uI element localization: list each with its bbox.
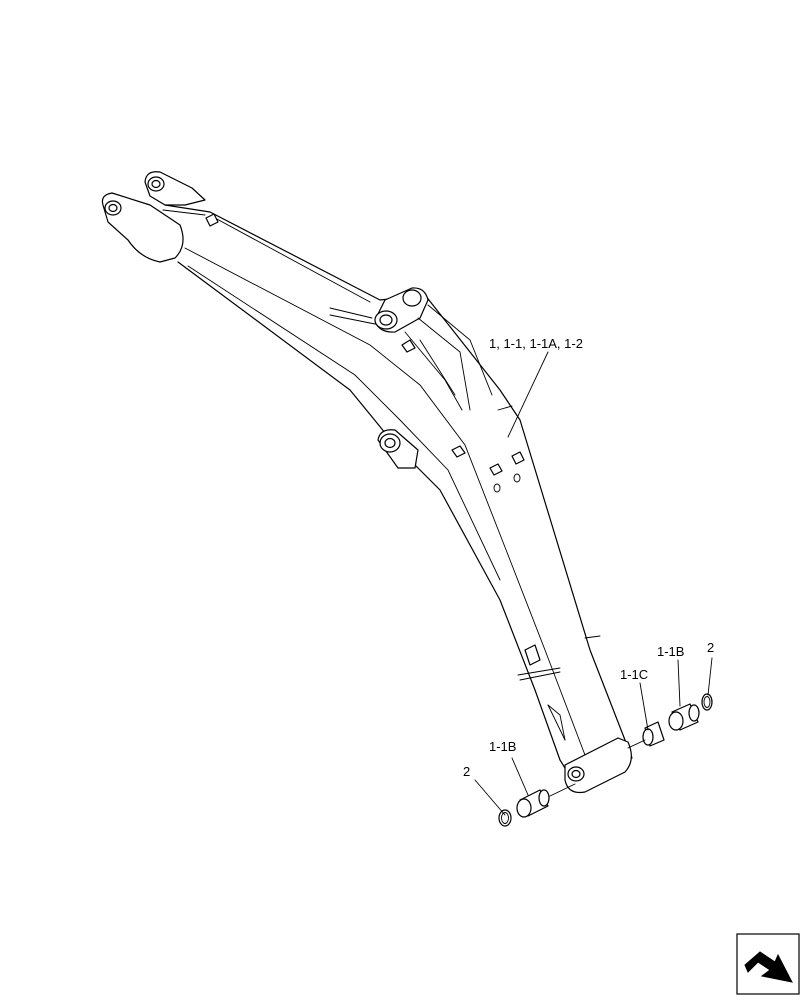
callout-bushing-center: 1-1C: [620, 667, 648, 682]
callout-seal-right: 2: [707, 640, 714, 655]
bushing-right: [668, 703, 700, 731]
callout-bushing-left: 1-1B: [489, 739, 516, 754]
forward-arrow-icon[interactable]: [736, 933, 800, 995]
centerline-left: [549, 783, 576, 797]
callout-seal-left: 2: [463, 764, 470, 779]
callout-main-boom: 1, 1-1, 1-1A, 1-2: [489, 336, 583, 351]
seal-ring-right: [701, 693, 713, 711]
boom-assembly: [101, 171, 633, 794]
seal-ring-left: [498, 809, 512, 827]
bushing-center: [642, 721, 665, 747]
centerline-right: [627, 739, 646, 749]
callout-bushing-right: 1-1B: [657, 644, 684, 659]
leader-lines: [474, 351, 713, 816]
bushing-left: [516, 789, 550, 818]
